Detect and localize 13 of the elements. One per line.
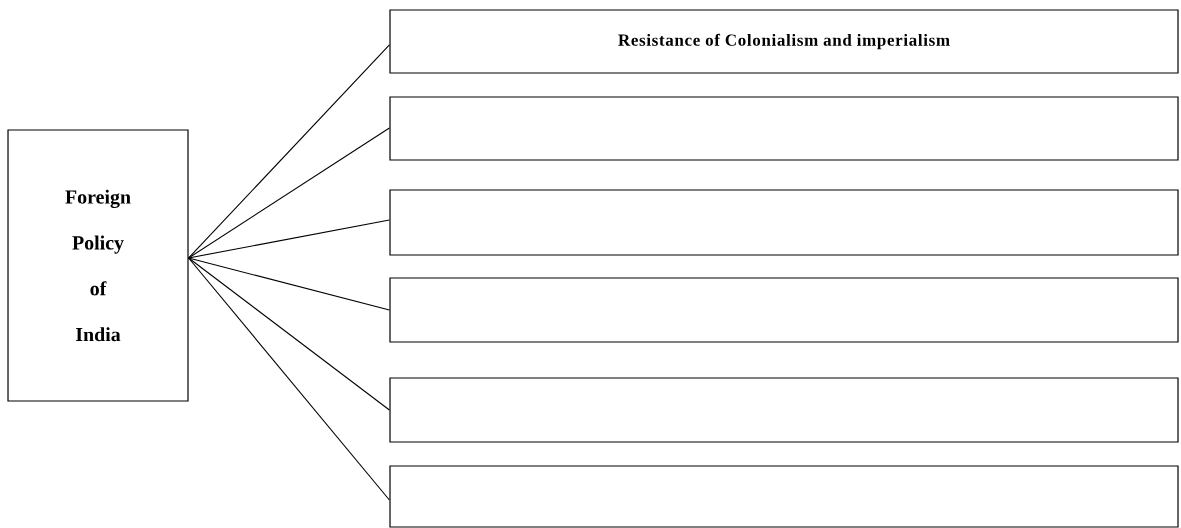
connector-line	[188, 127, 390, 259]
connector-line	[188, 219, 390, 259]
answer-box: Resistance of Colonialism and imperialism	[389, 9, 1179, 74]
answer-box	[389, 96, 1179, 161]
connector-line	[188, 257, 390, 311]
answer-box	[389, 277, 1179, 343]
connector-line	[188, 44, 390, 259]
answer-box	[389, 377, 1179, 443]
topic-box: Foreign Policy of India	[7, 129, 189, 402]
connector-line	[188, 257, 390, 411]
answer-box	[389, 189, 1179, 256]
connector-line	[188, 257, 390, 501]
answer-box	[389, 465, 1179, 528]
